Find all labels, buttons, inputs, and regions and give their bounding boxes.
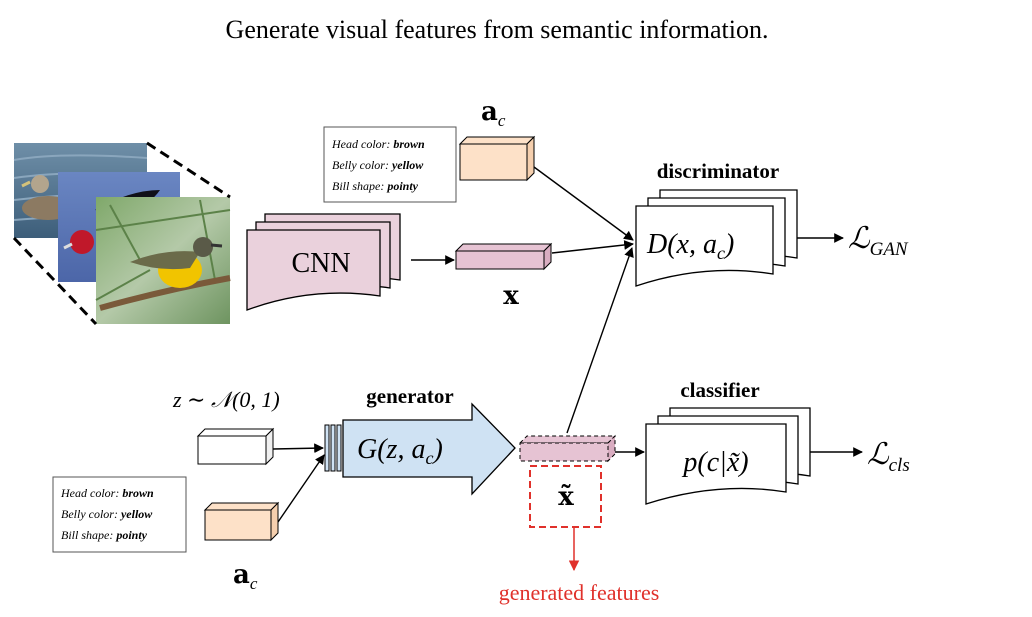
noise-block: [196, 427, 275, 466]
attr-top-value-2: pointy: [386, 179, 418, 193]
svg-text:Belly color: yellow: Belly color: yellow: [332, 158, 424, 172]
classifier-block: p(c|x̃): [645, 407, 811, 505]
discriminator-block: D(x, ac): [635, 189, 798, 287]
generator-label: generator: [366, 384, 453, 408]
attr-bottom-key-0: Head color:: [60, 486, 119, 500]
attribute-embedding-top: [458, 135, 536, 182]
svg-text:Head color: brown: Head color: brown: [60, 486, 154, 500]
svg-text:Head color: brown: Head color: brown: [331, 137, 425, 151]
attr-bottom-key-1: Belly color:: [61, 507, 118, 521]
attr-bottom-value-2: pointy: [115, 528, 147, 542]
noise-label: z ∼ 𝒩(0, 1): [172, 387, 280, 412]
classifier-function: p(c|x̃): [681, 447, 748, 478]
classifier-label: classifier: [680, 378, 759, 402]
generated-feature-highlight: [529, 465, 602, 528]
attr-bottom-key-2: Bill shape:: [61, 528, 113, 542]
generated-feature-block: [518, 434, 617, 463]
discriminator-function: D(x, ac): [646, 229, 734, 263]
attr-bottom-value-1: yellow: [119, 507, 153, 521]
x-tilde-label: x̃: [558, 482, 574, 512]
bird-image-stack: [12, 141, 231, 326]
arrow-attr-to-discriminator: [533, 166, 634, 241]
attr-top-value-0: brown: [393, 137, 425, 151]
discriminator-label: discriminator: [657, 159, 779, 183]
attribute-box-bottom: Head color: brown Belly color: yellow Bi…: [52, 476, 187, 553]
svg-text:Belly color: yellow: Belly color: yellow: [61, 507, 153, 521]
real-feature-block: [454, 242, 553, 271]
attribute-embedding-bottom: [203, 501, 280, 542]
loss-gan-label: ℒGAN: [848, 222, 909, 260]
connection-arrows: [272, 166, 863, 523]
cnn-block: CNN: [246, 213, 401, 311]
ac-bottom-label: ac: [233, 560, 258, 593]
attr-top-key-1: Belly color:: [332, 158, 389, 172]
arrow-attr-to-concat: [277, 454, 325, 523]
svg-text:Bill shape: pointy: Bill shape: pointy: [332, 179, 419, 193]
arrow-noise-to-concat: [272, 443, 324, 454]
stack-dashed-edges: [12, 141, 231, 326]
cnn-label: CNN: [291, 248, 350, 279]
concat-bars: [324, 424, 342, 472]
attr-top-value-1: yellow: [390, 158, 424, 172]
ac-top-label: ac: [481, 97, 506, 130]
arrow-x-to-discriminator: [551, 240, 634, 254]
generator-block: G(z, ac): [342, 402, 516, 496]
attr-top-key-2: Bill shape:: [332, 179, 384, 193]
attr-top-key-0: Head color:: [331, 137, 390, 151]
loss-cls-label: ℒcls: [867, 438, 910, 476]
attribute-box-top: Head color: brown Belly color: yellow Bi…: [323, 126, 457, 203]
arrow-generated-to-discriminator: [566, 247, 634, 434]
attr-bottom-value-0: brown: [122, 486, 154, 500]
generated-features-caption: generated features: [499, 580, 660, 605]
generator-function: G(z, ac): [357, 434, 443, 468]
x-feature-label: x: [503, 281, 519, 311]
page-title: Generate visual features from semantic i…: [226, 15, 769, 44]
svg-text:Bill shape: pointy: Bill shape: pointy: [61, 528, 148, 542]
